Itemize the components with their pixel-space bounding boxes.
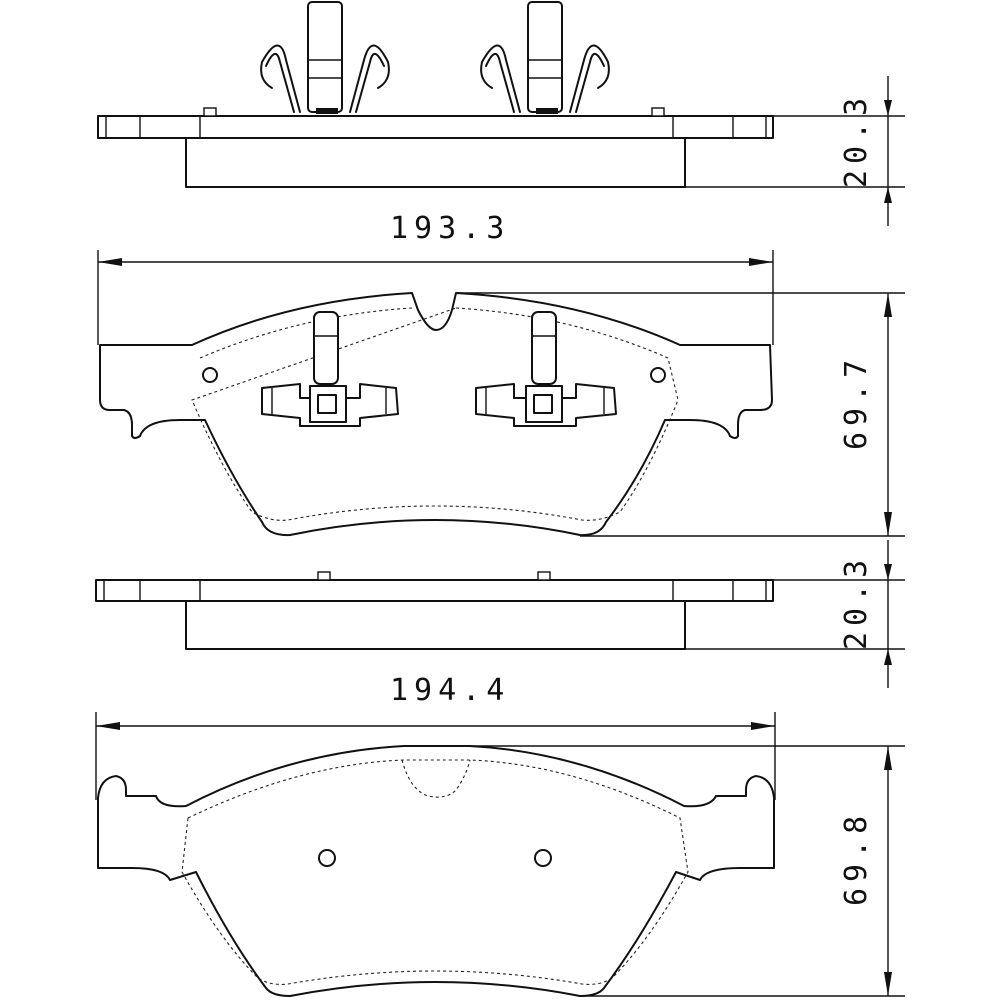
side-view-top: 20.3 — [97, 1, 905, 226]
height-dimension-bottom: 69.8 — [470, 745, 905, 997]
friction-material-side-bottom — [185, 600, 686, 650]
thickness-dimension-top: 20.3 — [685, 76, 905, 226]
pad-hole-right — [650, 367, 666, 383]
length-dimension-top: 193.3 — [97, 211, 774, 345]
clip-assembly-left — [261, 311, 399, 427]
spring-clip-left — [260, 1, 390, 114]
side-view-bottom: 20.3 — [95, 540, 905, 688]
length-label-bottom: 194.4 — [390, 673, 510, 708]
front-view-top: 69.7 — [99, 292, 905, 537]
pad-hole-right-bottom — [534, 849, 552, 867]
thickness-dimension-bottom: 20.3 — [685, 540, 905, 688]
height-label-bottom: 69.8 — [839, 810, 874, 906]
pad-hole-left-bottom — [318, 849, 336, 867]
backing-plate-side-bottom — [95, 579, 774, 602]
height-label-top: 69.7 — [839, 354, 874, 450]
length-label-top: 193.3 — [390, 211, 510, 246]
pad-hole-left — [202, 367, 218, 383]
length-dimension-bottom: 194.4 — [95, 673, 776, 800]
height-dimension-top: 69.7 — [456, 292, 905, 537]
friction-material-side — [185, 137, 686, 188]
spring-clip-right — [480, 1, 610, 114]
thickness-label-top: 20.3 — [839, 92, 874, 188]
thickness-label-bottom: 20.3 — [839, 554, 874, 650]
pad-outline-top — [99, 292, 773, 537]
backing-plate-side — [97, 115, 774, 139]
front-view-bottom: 69.8 — [97, 745, 905, 997]
clip-assembly-right — [475, 311, 617, 427]
pad-outline-bottom — [97, 745, 775, 997]
